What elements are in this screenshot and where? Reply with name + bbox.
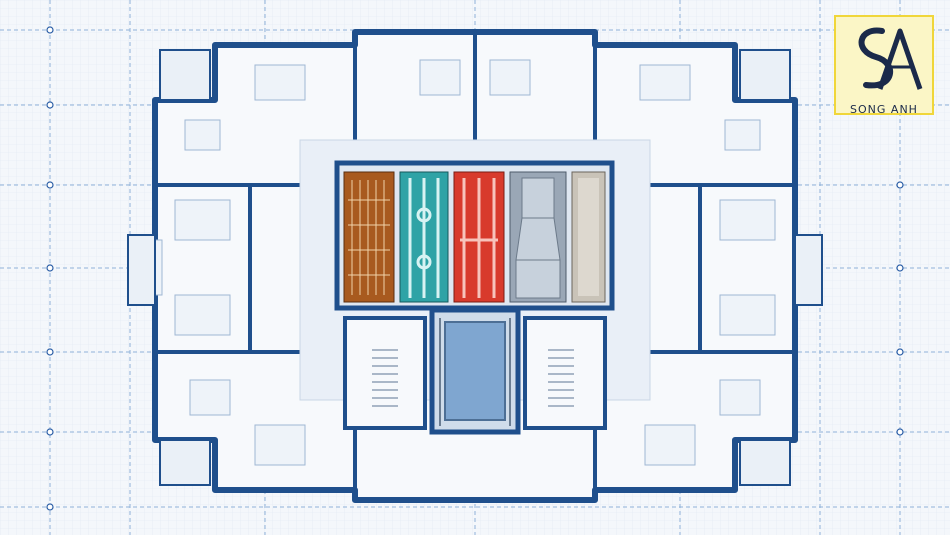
stair-left [343, 316, 427, 430]
electrical-shaft [343, 171, 395, 303]
brand-logo [834, 15, 934, 115]
empty-shaft-icon [578, 178, 599, 296]
fire-shaft [453, 171, 505, 303]
water-pipe-icon [408, 178, 440, 298]
stair-right [523, 316, 607, 430]
water-shaft [399, 171, 449, 303]
sa-monogram-icon [858, 27, 923, 90]
elevator-cab-icon [444, 321, 506, 421]
interior-walls [155, 32, 795, 500]
brand-name: SONG ANH [850, 103, 918, 116]
hvac-shaft [509, 171, 567, 303]
spare-shaft [571, 171, 606, 303]
air-duct-icon [515, 177, 561, 299]
elevator-shaft [429, 307, 521, 435]
cable-tray-icon [348, 180, 390, 295]
fire-pipe-icon [460, 178, 498, 298]
balconies [127, 49, 823, 486]
